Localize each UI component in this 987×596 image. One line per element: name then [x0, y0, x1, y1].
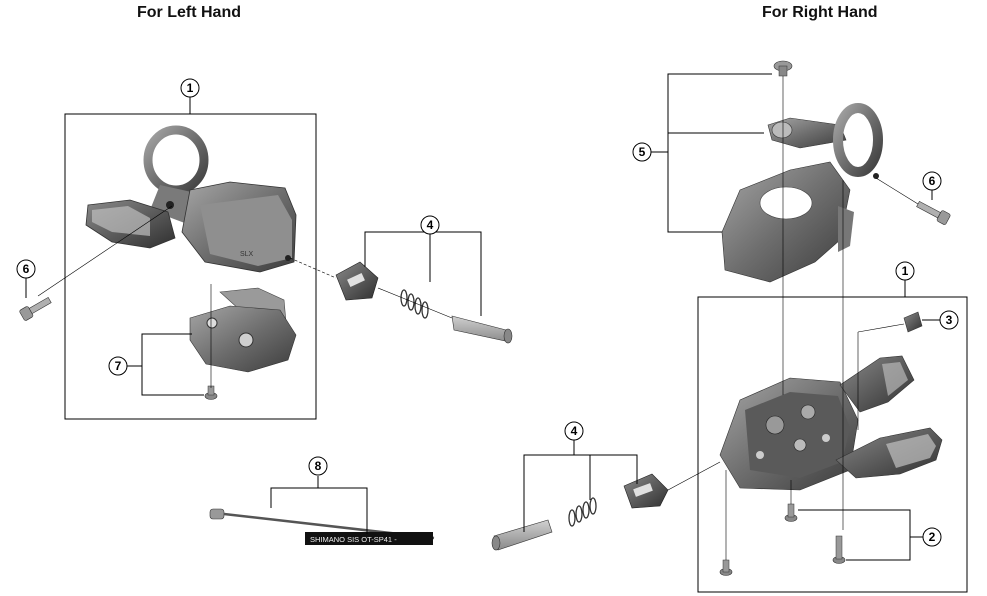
svg-text:5: 5	[639, 145, 646, 159]
left-callout-1: 1	[180, 78, 200, 98]
right-bottom-screw-a	[784, 503, 798, 522]
left-hand-heading: For Left Hand	[137, 4, 241, 21]
left-leader-lines	[25, 97, 482, 534]
left-adjuster-spring	[400, 289, 429, 319]
right-top-cover	[721, 161, 854, 283]
right-leader-lines	[523, 73, 940, 561]
right-hand-heading: For Right Hand	[762, 4, 878, 21]
left-adjuster-barrel	[335, 261, 379, 301]
svg-text:6: 6	[23, 262, 30, 276]
right-adjuster-spring	[568, 497, 597, 527]
svg-text:8: 8	[315, 459, 322, 473]
right-callout-1: 1	[895, 261, 915, 281]
right-callout-2: 2	[922, 527, 942, 547]
left-callout-4: 4	[420, 215, 440, 235]
right-shifter-body	[719, 355, 943, 491]
svg-text:2: 2	[929, 530, 936, 544]
svg-text:7: 7	[115, 359, 122, 373]
right-callout-6: 6	[922, 171, 942, 191]
svg-text:3: 3	[946, 313, 953, 327]
left-clamp-bolt	[19, 296, 52, 321]
left-base-plate	[189, 287, 297, 373]
right-clamp-bolt	[916, 200, 951, 225]
left-callout-7: 7	[108, 356, 128, 376]
right-assembly-frame	[697, 296, 968, 593]
left-shifter-body: SLX	[85, 125, 297, 273]
svg-text:4: 4	[427, 218, 434, 232]
left-shift-cable: SHIMANO SIS OT-SP41 -	[209, 508, 435, 545]
right-clamp-arm	[767, 103, 883, 179]
svg-text:6: 6	[929, 174, 936, 188]
left-callout-8: 8	[308, 456, 328, 476]
left-adjuster-bolt	[451, 315, 513, 344]
right-callout-5: 5	[632, 142, 652, 162]
right-callout-3: 3	[939, 310, 959, 330]
right-bottom-screw-b	[832, 535, 846, 564]
right-small-screw	[903, 311, 923, 333]
svg-text:1: 1	[187, 81, 194, 95]
right-callout-4: 4	[564, 421, 584, 441]
left-callout-6: 6	[16, 259, 36, 279]
right-top-screw	[773, 60, 793, 77]
left-plate-screw	[204, 385, 218, 400]
right-bottom-screw-c	[719, 559, 733, 576]
svg-text:1: 1	[902, 264, 909, 278]
svg-text:4: 4	[571, 424, 578, 438]
housing-mark: SLX	[240, 251, 254, 258]
right-adjuster-bolt	[491, 519, 553, 551]
right-adjuster-barrel	[623, 473, 669, 509]
cable-label: SHIMANO SIS OT-SP41 -	[310, 535, 397, 544]
